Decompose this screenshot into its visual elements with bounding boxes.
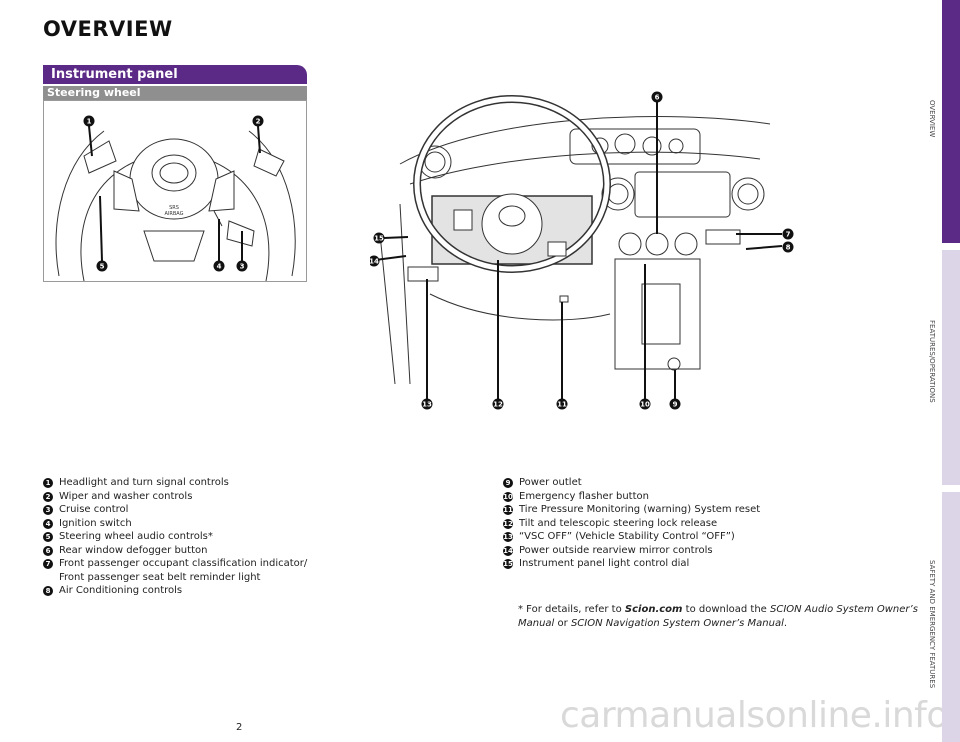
callout-13 bbox=[421, 398, 433, 410]
callout-9 bbox=[669, 398, 681, 410]
legend-item: 13“VSC OFF” (Vehicle Stability Control “… bbox=[503, 531, 735, 542]
tab-safety-emergency[interactable] bbox=[942, 492, 960, 742]
callout-1 bbox=[83, 115, 95, 127]
callout-4 bbox=[213, 260, 225, 272]
svg-text:6: 6 bbox=[655, 94, 660, 102]
svg-text:8: 8 bbox=[786, 244, 791, 252]
section-header: Instrument panel bbox=[43, 65, 307, 84]
svg-text:15: 15 bbox=[374, 235, 384, 243]
subsection-header: Steering wheel bbox=[43, 86, 307, 100]
watermark: carmanualsonline.info bbox=[560, 695, 948, 736]
svg-text:13: 13 bbox=[422, 401, 432, 409]
svg-text:14: 14 bbox=[370, 258, 379, 266]
callout-2 bbox=[252, 115, 264, 127]
svg-text:10: 10 bbox=[640, 401, 650, 409]
svg-text:4: 4 bbox=[217, 263, 222, 271]
svg-text:12: 12 bbox=[493, 401, 503, 409]
callout-12 bbox=[492, 398, 504, 410]
callout-14 bbox=[368, 255, 380, 267]
airbag-label-line1: SRS bbox=[169, 205, 179, 211]
footnote: * For details, refer to Scion.com to dow… bbox=[518, 604, 918, 629]
side-label-safety: SAFETY AND EMERGENCY FEATURES bbox=[928, 560, 936, 689]
callout-3 bbox=[236, 260, 248, 272]
callout-6 bbox=[651, 91, 663, 103]
svg-text:9: 9 bbox=[673, 401, 678, 409]
tab-features-operations[interactable] bbox=[942, 250, 960, 485]
legend-item-continued: Front passenger seat belt reminder light bbox=[59, 571, 261, 583]
tab-overview[interactable] bbox=[942, 0, 960, 243]
callout-5 bbox=[96, 260, 108, 272]
callout-15 bbox=[373, 232, 385, 244]
side-label-overview: OVERVIEW bbox=[928, 100, 936, 138]
page-number: 2 bbox=[236, 722, 243, 733]
svg-text:7: 7 bbox=[786, 231, 791, 239]
callout-8 bbox=[782, 241, 794, 253]
scion-link[interactable]: Scion.com bbox=[624, 604, 683, 615]
airbag-label-line2: AIRBAG bbox=[164, 211, 183, 217]
dashboard-illustration: 6 7 8 9 10 11 12 13 14 15 bbox=[368, 84, 800, 416]
callout-10 bbox=[639, 398, 651, 410]
svg-text:5: 5 bbox=[100, 263, 105, 271]
svg-text:3: 3 bbox=[240, 263, 245, 271]
svg-text:11: 11 bbox=[557, 401, 567, 409]
steering-wheel-illustration: SRS AIRBAG 1 2 3 4 5 bbox=[43, 100, 307, 282]
callout-11 bbox=[556, 398, 568, 410]
svg-text:2: 2 bbox=[256, 118, 261, 126]
page-title: OVERVIEW bbox=[43, 17, 173, 41]
svg-text:1: 1 bbox=[87, 118, 92, 126]
side-label-features: FEATURES/OPERATIONS bbox=[928, 320, 936, 403]
callout-7 bbox=[782, 228, 794, 240]
